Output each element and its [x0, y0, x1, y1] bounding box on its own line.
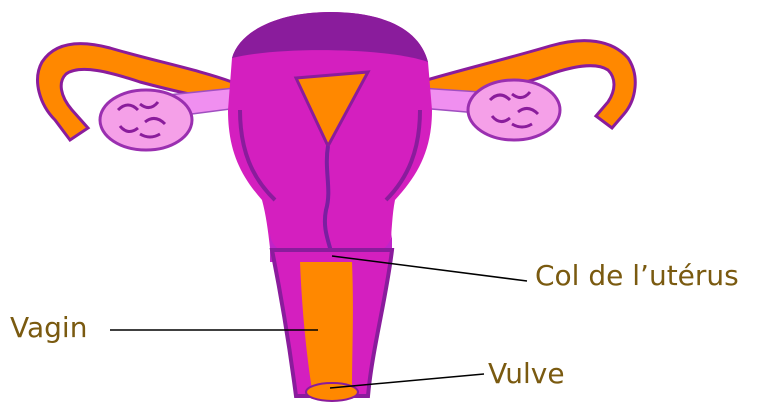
label-col-uterus: Col de l’utérus: [535, 262, 739, 290]
label-vagin: Vagin: [10, 314, 87, 342]
label-vulve: Vulve: [488, 360, 565, 388]
right-ovary: [468, 80, 560, 140]
